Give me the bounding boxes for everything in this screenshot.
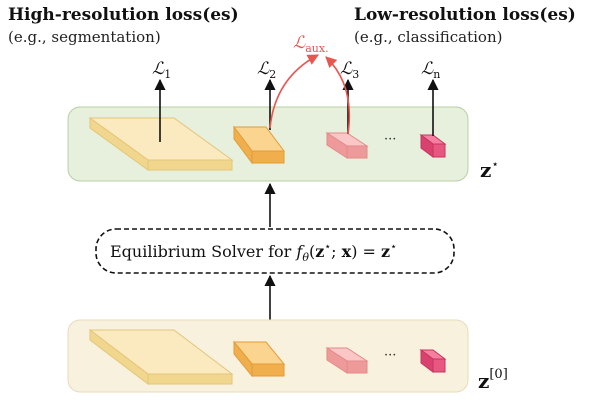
bottom-ellipsis: ··· bbox=[384, 348, 396, 363]
equilibrium-solver-label: Equilibrium Solver for fθ(z⋆; x) = z⋆ bbox=[110, 240, 397, 264]
top-block-1 bbox=[88, 117, 234, 171]
high-resolution-subtitle: (e.g., segmentation) bbox=[8, 28, 161, 46]
loss-label-3: ℒ3 bbox=[340, 59, 359, 81]
z0-label: z[0] bbox=[478, 367, 508, 393]
bottom-block-2 bbox=[232, 340, 286, 378]
high-resolution-title: High-resolution loss(es) bbox=[8, 5, 239, 25]
aux-arrow-from-block-2 bbox=[269, 54, 319, 129]
top-block-n bbox=[419, 134, 447, 158]
loss-label-n: ℒn bbox=[421, 59, 440, 81]
top-block-2 bbox=[233, 125, 285, 165]
low-resolution-title: Low-resolution loss(es) bbox=[354, 5, 576, 25]
z-star-label: z⋆ bbox=[480, 157, 499, 182]
loss-label-1: ℒ1 bbox=[152, 59, 171, 81]
aux-loss-label: ℒaux. bbox=[293, 33, 329, 55]
loss-label-2: ℒ2 bbox=[257, 59, 276, 81]
bottom-block-1 bbox=[88, 328, 234, 386]
aux-arrow-from-block-3 bbox=[325, 56, 351, 135]
bottom-block-n bbox=[419, 349, 447, 373]
bottom-block-3 bbox=[325, 347, 369, 374]
low-resolution-subtitle: (e.g., classification) bbox=[354, 28, 502, 46]
top-ellipsis: ··· bbox=[384, 132, 396, 147]
equilibrium-solver-box bbox=[95, 228, 455, 274]
top-block-3 bbox=[325, 132, 369, 159]
